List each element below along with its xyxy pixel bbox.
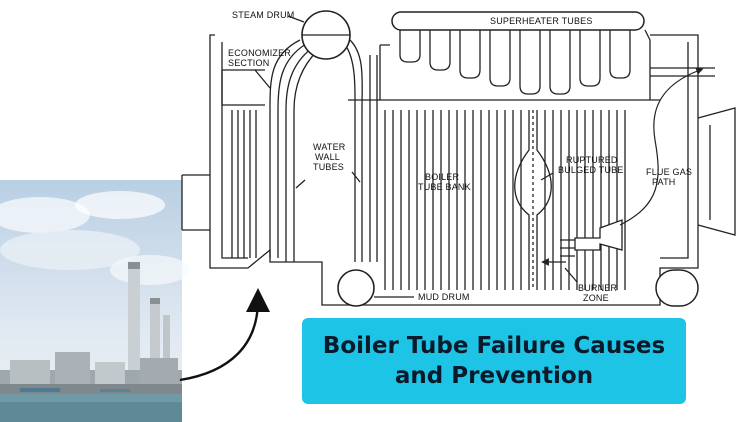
label-superheater-tubes: SUPERHEATER TUBES: [490, 16, 593, 26]
label-boiler-2: TUBE BANK: [418, 182, 471, 192]
label-burner-1: BURNER: [578, 283, 618, 293]
label-water-wall-2: WALL: [315, 152, 340, 162]
label-water-wall-1: WATER: [313, 142, 346, 152]
power-plant-photo: [0, 180, 190, 422]
label-burner-2: ZONE: [583, 293, 609, 303]
pointer-arrow: [179, 288, 270, 382]
label-mud-drum: MUD DRUM: [418, 292, 470, 302]
label-economizer-2: SECTION: [228, 58, 269, 68]
label-ruptured-1: RUPTURED: [566, 155, 618, 165]
diagram-labels: STEAM DRUM SUPERHEATER TUBES ECONOMIZER …: [228, 10, 692, 303]
label-ruptured-2: BULGED TUBE: [558, 165, 624, 175]
label-steam-drum: STEAM DRUM: [232, 10, 295, 20]
label-boiler-1: BOILER: [425, 172, 460, 182]
boiler-diagram: [181, 10, 736, 307]
title-banner: Boiler Tube Failure Causes and Preventio…: [302, 318, 686, 404]
label-flue-gas-1: FLUE GAS: [646, 167, 692, 177]
page-title: Boiler Tube Failure Causes and Preventio…: [322, 333, 666, 389]
label-economizer-1: ECONOMIZER: [228, 48, 291, 58]
label-water-wall-3: TUBES: [313, 162, 344, 172]
label-flue-gas-2: PATH: [652, 177, 675, 187]
